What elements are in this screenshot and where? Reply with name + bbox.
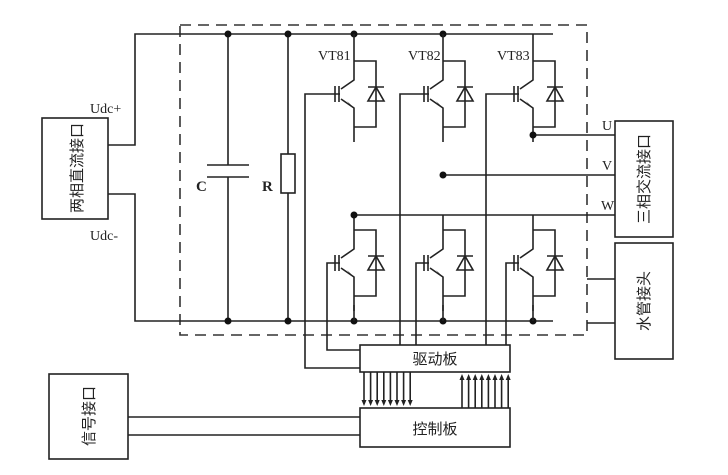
down-arrow-icon bbox=[401, 400, 407, 406]
vt82-label: VT82 bbox=[408, 49, 441, 64]
vt81-upper-emitter-arrow bbox=[347, 101, 354, 108]
gate-wire-vt83-lower bbox=[505, 262, 519, 345]
down-arrow-icon bbox=[368, 400, 374, 406]
signal-interface-box bbox=[48, 373, 129, 460]
driver-board bbox=[359, 344, 511, 373]
dc-interface-box bbox=[41, 117, 109, 220]
vt83-upper-emitter-arrow bbox=[526, 101, 533, 108]
up-arrow-icon bbox=[472, 374, 478, 380]
control-board-label: 控制板 bbox=[412, 420, 457, 438]
vt81-lower-emitter-arrow bbox=[347, 270, 354, 277]
ac-interface-box bbox=[614, 120, 674, 238]
water-connector-box bbox=[614, 242, 674, 360]
down-arrow-icon bbox=[374, 400, 380, 406]
dc-minus-wire bbox=[108, 193, 553, 322]
vt82-upper-emitter-arrow bbox=[436, 101, 443, 108]
dc-interface-label: 两相直流接口 bbox=[68, 123, 86, 213]
vt82-lower-emitter-arrow bbox=[436, 270, 443, 277]
vt83-leg bbox=[513, 34, 565, 321]
signal-interface-label: 信号接口 bbox=[80, 386, 98, 446]
down-arrow-icon bbox=[361, 400, 367, 406]
vt83-lower-igbt bbox=[513, 215, 556, 311]
vt82-lower-igbt bbox=[423, 215, 466, 311]
gate-wire-vt81-lower bbox=[326, 262, 360, 351]
phase-v-label: V bbox=[602, 159, 612, 174]
vt83-upper-diode-icon bbox=[545, 85, 565, 102]
vt81-leg bbox=[334, 34, 386, 321]
gate-wire-vt81-upper bbox=[304, 93, 360, 369]
ac-interface-label: 三相交流接口 bbox=[635, 134, 653, 224]
vt81-lower-diode-icon bbox=[366, 254, 386, 271]
module-boundary bbox=[179, 24, 588, 336]
vt83-lower-diode-icon bbox=[545, 254, 565, 271]
up-arrow-icon bbox=[459, 374, 465, 380]
vt81-label: VT81 bbox=[318, 49, 351, 64]
up-arrow-icon bbox=[499, 374, 505, 380]
gate-wire-vt82-lower bbox=[415, 262, 429, 345]
down-arrow-icon bbox=[387, 400, 393, 406]
up-arrow-icon bbox=[479, 374, 485, 380]
udc-minus-label: Udc- bbox=[90, 229, 118, 244]
phase-w-label: W bbox=[601, 199, 615, 214]
vt82-lower-diode-icon bbox=[455, 254, 475, 271]
driver-board-label: 驱动板 bbox=[412, 350, 457, 368]
down-arrow-icon bbox=[394, 400, 400, 406]
control-board bbox=[359, 407, 511, 448]
vt82-leg bbox=[423, 34, 475, 321]
vt83-lower-emitter-arrow bbox=[526, 270, 533, 277]
down-arrow-icon bbox=[381, 400, 387, 406]
resistor-body bbox=[280, 153, 296, 194]
capacitor-label: C bbox=[196, 179, 207, 195]
gate-wire-vt83-upper bbox=[485, 93, 519, 345]
capacitor-plates bbox=[207, 164, 249, 178]
dc-plus-wire bbox=[108, 33, 553, 146]
up-arrow-icon bbox=[492, 374, 498, 380]
down-arrow-icon bbox=[407, 400, 413, 406]
vt81-lower-igbt bbox=[334, 215, 377, 311]
gate-wire-vt82-upper bbox=[399, 93, 429, 345]
phase-u-label: U bbox=[602, 119, 612, 134]
water-connector-label: 水管接头 bbox=[635, 271, 653, 331]
up-arrow-icon bbox=[505, 374, 511, 380]
udc-plus-label: Udc+ bbox=[90, 102, 121, 117]
up-arrow-icon bbox=[485, 374, 491, 380]
vt82-upper-diode-icon bbox=[455, 85, 475, 102]
vt81-upper-diode-icon bbox=[366, 85, 386, 102]
resistor-label: R bbox=[262, 179, 273, 195]
up-arrow-icon bbox=[466, 374, 472, 380]
vt83-label: VT83 bbox=[497, 49, 530, 64]
